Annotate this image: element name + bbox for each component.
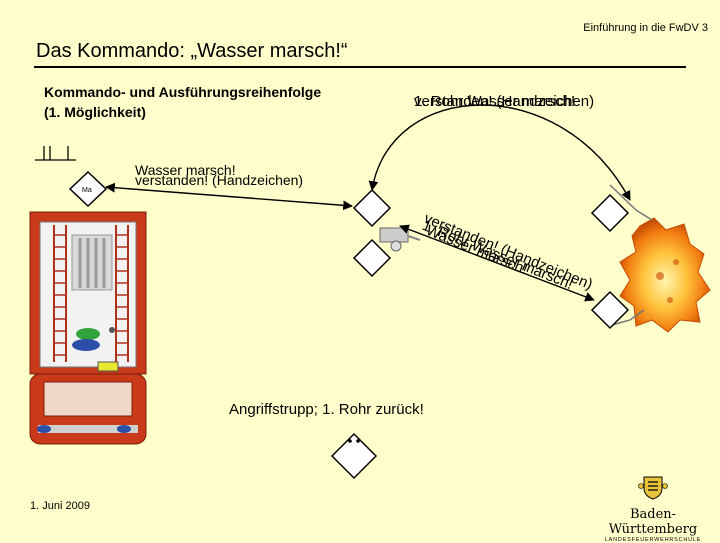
hydrant-icon <box>35 146 76 161</box>
group-leader-symbol <box>330 432 378 480</box>
command-2-reply: verstanden! (Handzeichen) <box>135 172 304 188</box>
slide-title: Das Kommando: „Wasser marsch!“ <box>36 40 348 62</box>
course-title: Einführung in die FwDV 3 <box>583 22 708 34</box>
footer-date: 1. Juni 2009 <box>30 500 90 512</box>
command-2-text: Wasser marsch! <box>135 162 236 178</box>
attack-troop-leader-symbol <box>590 193 630 233</box>
logo-name: Baden-Württemberg <box>608 507 698 537</box>
command-arrow-2 <box>105 182 353 211</box>
messenger-symbol <box>352 238 392 278</box>
logo-subtitle: LANDESFEUERWEHRSCHULE <box>604 537 702 543</box>
slide-subtitle: Kommando- und Ausführungsreihenfolge (1.… <box>44 82 321 122</box>
command-arrow-1 <box>368 104 631 201</box>
footer-logo: Baden-Württemberg LANDESFEUERWEHRSCHULE <box>590 474 716 543</box>
command-1-text: 1. Rohr Wasser marsch! <box>414 93 576 110</box>
command-arrow-3 <box>399 224 595 302</box>
crest-icon <box>638 476 668 500</box>
fire-icon <box>619 217 711 333</box>
command-4-text: Angriffstrupp; 1. Rohr zurück! <box>229 401 424 418</box>
subtitle-line-1: Kommando- und Ausführungsreihenfolge <box>44 84 322 100</box>
hose-bottom <box>611 309 645 326</box>
title-divider <box>34 66 686 68</box>
fire-truck-icon <box>29 211 147 445</box>
squad-leader-symbol <box>352 188 392 228</box>
machinist-label: Ma <box>82 187 92 194</box>
command-1-reply: verstanden! (Handzeichen) <box>414 93 595 110</box>
machinist-symbol: Ma <box>68 170 108 208</box>
subtitle-line-2: (1. Möglichkeit) <box>44 104 146 120</box>
attack-troop-member-symbol <box>590 290 630 330</box>
